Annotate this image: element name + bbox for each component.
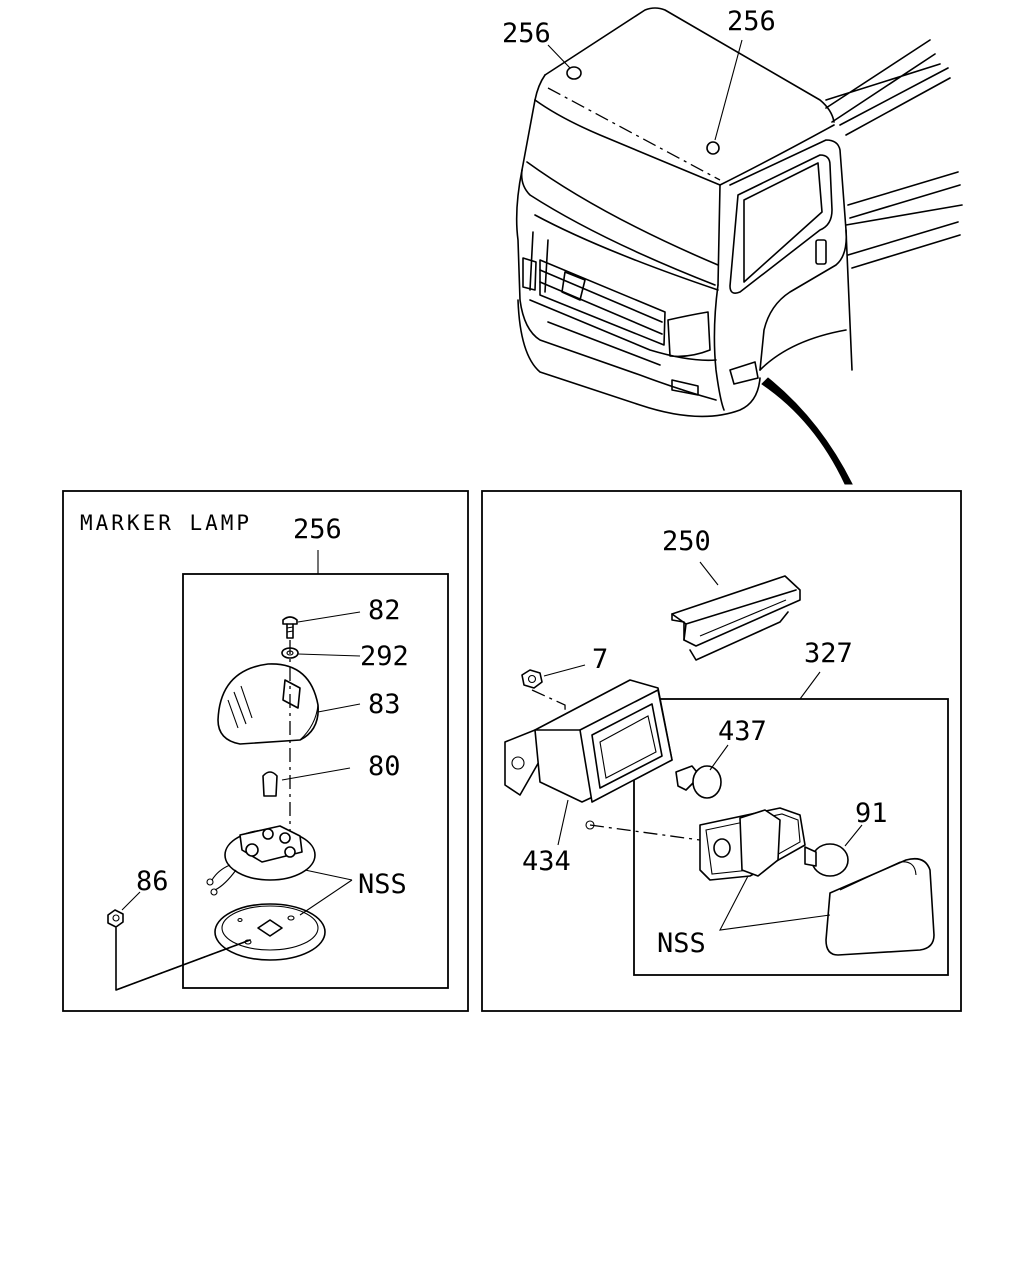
lamp-base-socket-part [206, 825, 316, 896]
callout-bracket-cover: 250 [662, 526, 711, 557]
lamp-housing-part [504, 679, 673, 830]
bracket-cover-part [671, 575, 801, 661]
callout-screw: 82 [368, 595, 401, 626]
callout-housing: 434 [522, 846, 571, 877]
callout-roof-lamp-left: 256 [502, 18, 551, 49]
callout-lens: 83 [368, 689, 401, 720]
callout-nut-marker: 86 [136, 866, 169, 897]
marker-lamp-assembly-frame [182, 573, 449, 989]
gasket-plate-part [214, 903, 326, 961]
callout-roof-lamp-right: 256 [727, 6, 776, 37]
lens-cover-part [825, 857, 935, 956]
callout-washer: 292 [360, 641, 409, 672]
callout-nut-side: 7 [592, 644, 608, 675]
callout-marker-lamp-assembly: 256 [293, 514, 342, 545]
lens-dome-part [217, 663, 319, 745]
marker-lamp-title: MARKER LAMP [80, 511, 252, 535]
lamp-lens-holder-part [699, 807, 806, 881]
nss-label-marker: NSS [358, 869, 407, 900]
bulb-part [262, 771, 278, 797]
callout-bulb: 80 [368, 751, 401, 782]
side-lamp-frame [481, 490, 962, 1012]
nut-part-side [521, 669, 543, 689]
callout-side-bulb: 91 [855, 798, 888, 829]
nut-part-marker [107, 909, 124, 928]
callout-socket: 437 [718, 716, 767, 747]
side-lamp-assembly-frame [633, 698, 949, 976]
marker-lamp-frame [62, 490, 469, 1012]
screw-part [282, 616, 298, 639]
marker-lamp-panel: MARKER LAMP 256 82 292 83 80 [62, 490, 469, 1012]
side-lamp-panel: 250 7 434 327 437 [481, 490, 962, 1012]
nss-label-side: NSS [657, 928, 706, 959]
side-bulb-part [804, 843, 849, 877]
socket-part [675, 765, 722, 799]
truck-cab-illustration: 256 256 [502, 6, 963, 485]
callout-lamp-assembly: 327 [804, 638, 853, 669]
